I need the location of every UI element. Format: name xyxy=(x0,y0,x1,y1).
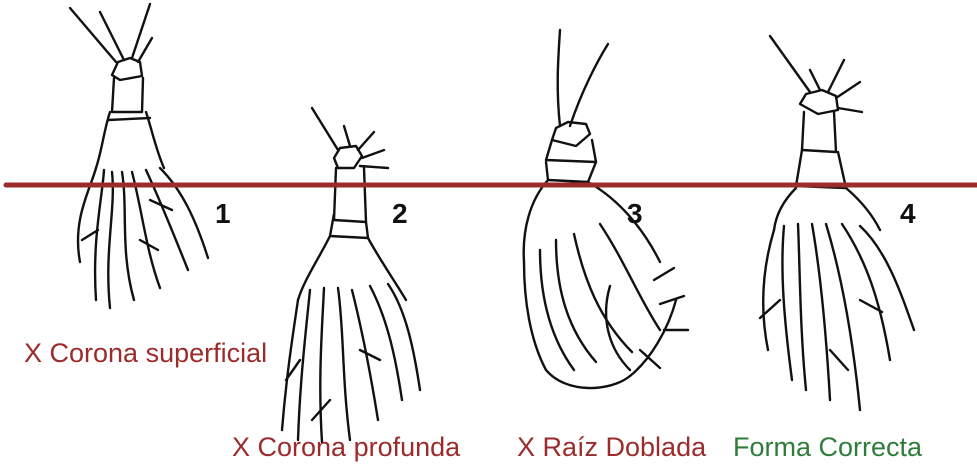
plant-3-caption: X Raíz Doblada xyxy=(517,432,706,463)
plant-1-number: 1 xyxy=(215,198,231,230)
plant-1-caption: X Corona superficial xyxy=(24,338,267,369)
plant-2-drawing xyxy=(282,108,420,442)
plant-4-number: 4 xyxy=(900,198,916,230)
plant-3-number: 3 xyxy=(627,198,643,230)
plant-2-number: 2 xyxy=(392,198,408,230)
plant-1-drawing xyxy=(70,4,208,308)
plant-2-caption: X Corona profunda xyxy=(232,432,460,463)
plant-3-drawing xyxy=(524,30,688,388)
plant-4-drawing xyxy=(760,36,914,410)
plant-4-caption: Forma Correcta xyxy=(733,432,922,463)
